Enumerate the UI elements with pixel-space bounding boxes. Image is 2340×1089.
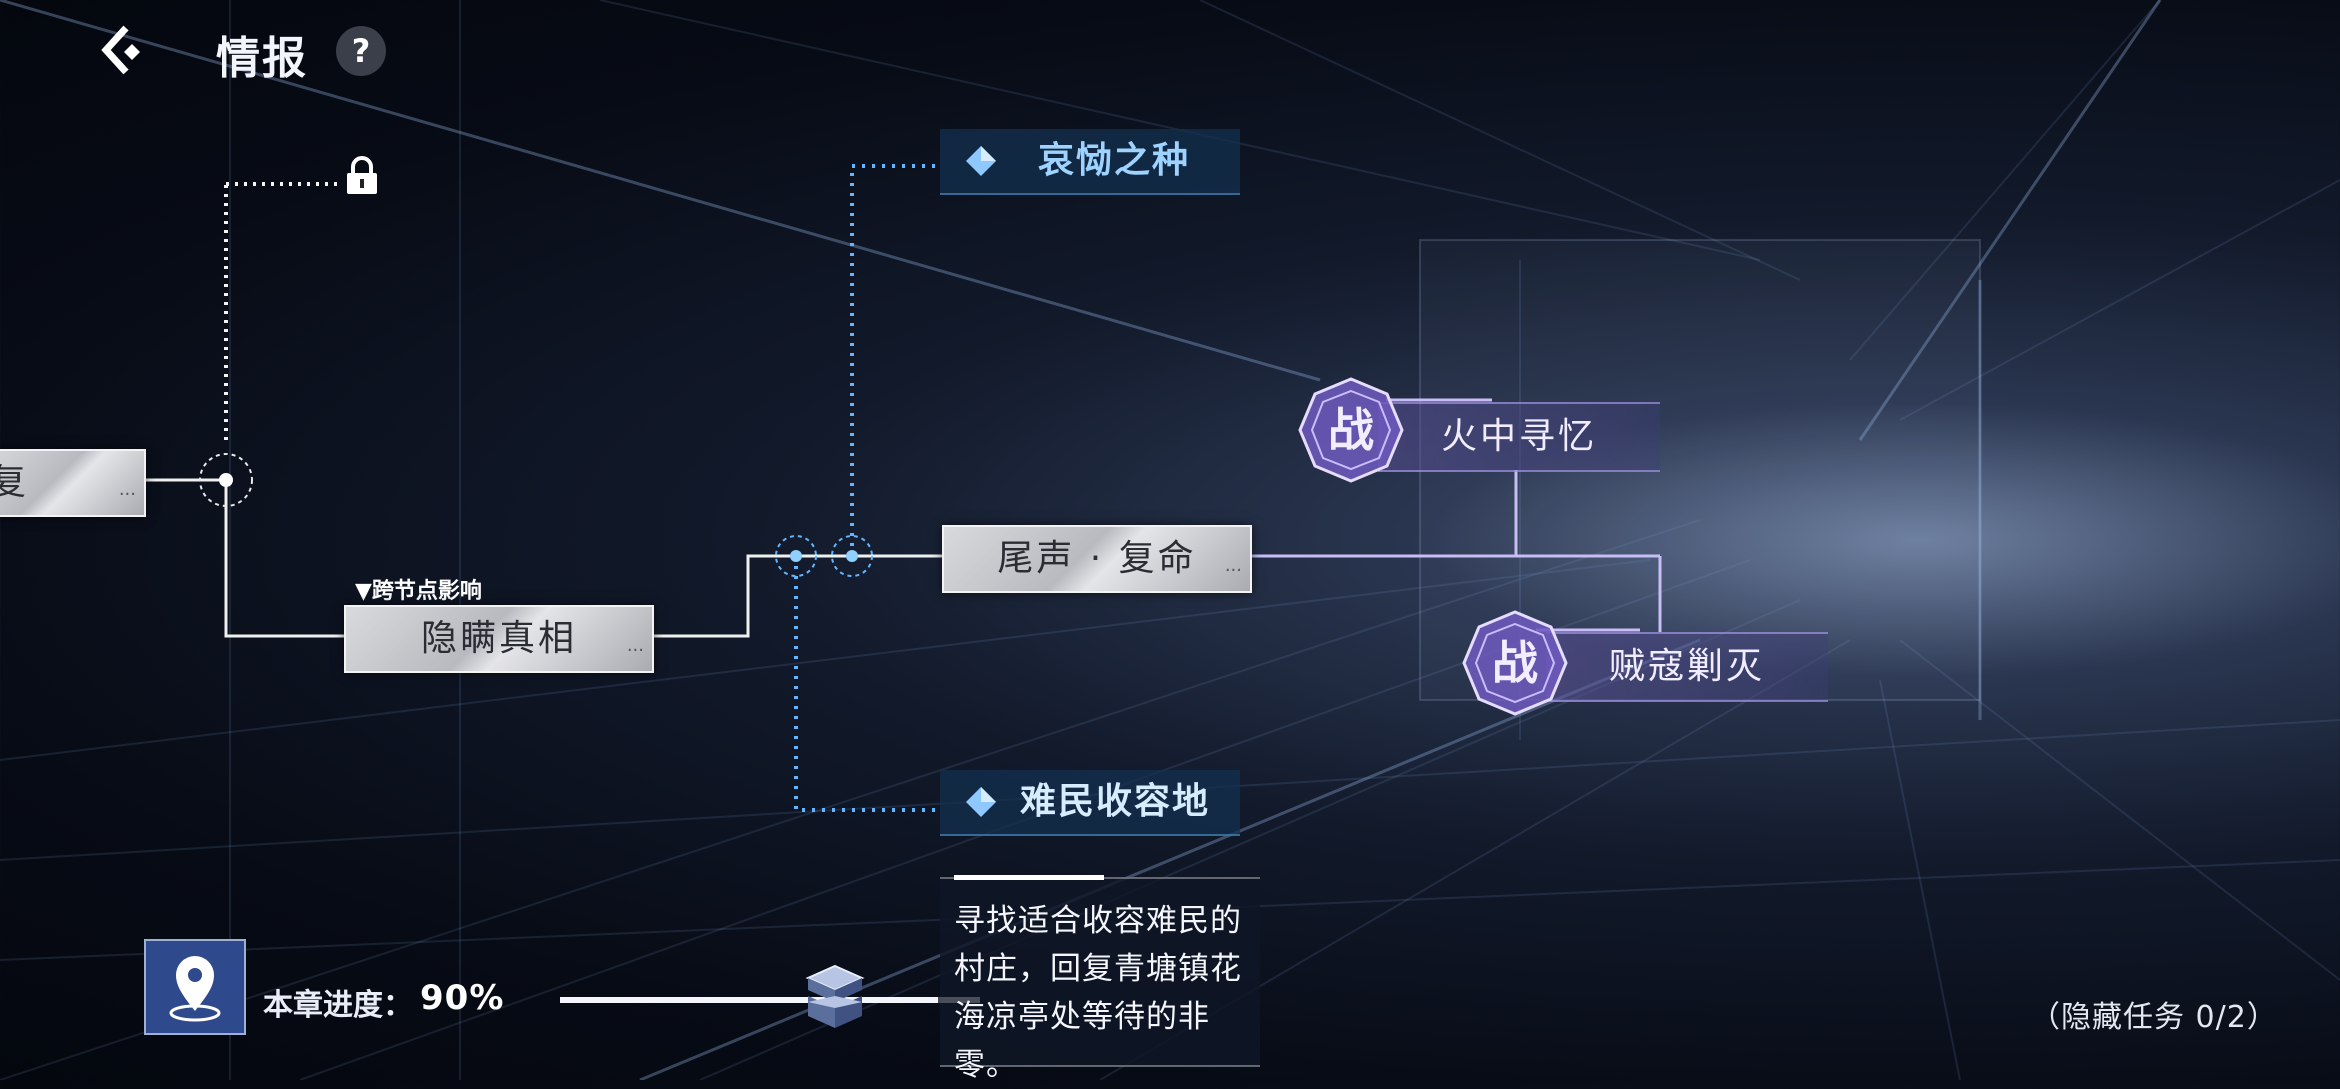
chapter-progress-value: 90% xyxy=(420,978,505,1018)
battle-node-icon-text: 战 xyxy=(1328,403,1374,457)
location-node-top[interactable]: 哀恸之种 xyxy=(940,129,1240,195)
battle-emblem-icon xyxy=(1462,610,1568,716)
cube-icon xyxy=(805,964,865,1028)
back-icon xyxy=(101,25,140,75)
battle-node-icon[interactable]: 战 xyxy=(1460,608,1570,718)
map-pin-icon xyxy=(169,956,221,1022)
lock-icon xyxy=(347,156,377,194)
hidden-quests-counter: （隐藏任务 0/2） xyxy=(2030,1000,2278,1035)
location-label-top: 哀恸之种 xyxy=(1038,140,1191,181)
diamond-icon xyxy=(966,787,996,817)
node-description-text: 寻找适合收容难民的村庄，回复青塘镇花海凉亭处等待的非零。 xyxy=(954,903,1242,1083)
story-node-previous[interactable]: 复 xyxy=(0,449,146,527)
chapter-progress-label: 本章进度： xyxy=(263,988,413,1023)
chapter-progress-bar xyxy=(560,997,980,1003)
back-button[interactable] xyxy=(92,20,156,84)
cross-node-influence-label: ▼跨节点影响 xyxy=(355,579,482,604)
battle-node-icon[interactable]: 战 xyxy=(1296,375,1406,485)
location-label-bottom: 难民收容地 xyxy=(1020,781,1211,822)
panel-accent-bar xyxy=(954,875,1104,880)
battle-node-icon-text: 战 xyxy=(1492,636,1538,690)
page-title: 情报 xyxy=(216,33,308,84)
location-node-bottom[interactable]: 难民收容地 xyxy=(940,770,1240,836)
node-description-panel: 寻找适合收容难民的村庄，回复青塘镇花海凉亭处等待的非零。 xyxy=(940,875,1260,1083)
story-node-hidden-truth[interactable]: 隐瞒真相 xyxy=(344,605,654,683)
battle-emblem-icon xyxy=(1298,377,1404,483)
map-button[interactable] xyxy=(144,939,246,1035)
diamond-icon xyxy=(966,146,996,176)
chapter-progress-fill xyxy=(560,997,938,1003)
help-button[interactable]: ? xyxy=(336,26,386,76)
battle-node-label[interactable]: 贼寇剿灭 xyxy=(1546,632,1828,702)
story-node-finale[interactable]: 尾声 · 复命 xyxy=(942,525,1252,603)
battle-node-label[interactable]: 火中寻忆 xyxy=(1378,402,1660,472)
